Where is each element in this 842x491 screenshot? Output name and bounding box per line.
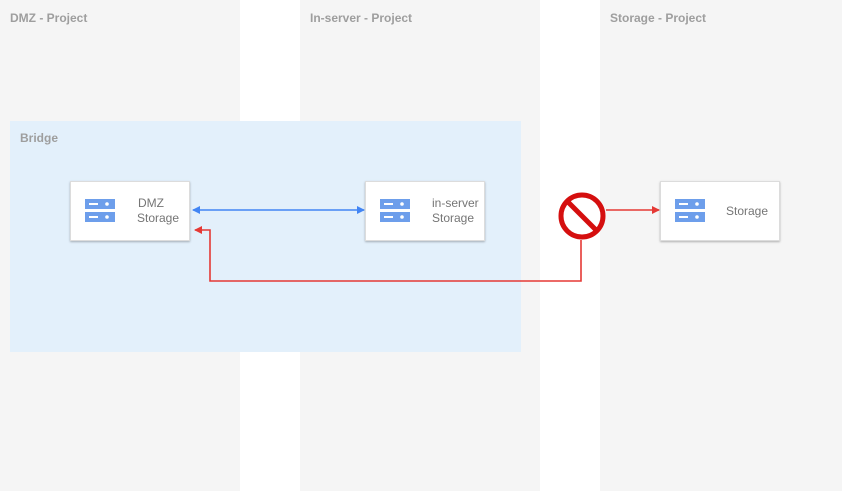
column-title-storage: Storage - Project [610,11,707,25]
server-icon [85,199,115,222]
column-storage-project: Storage - Project [600,0,842,491]
column-title-dmz: DMZ - Project [10,11,88,25]
in-server-storage-label-line2: Storage [432,211,475,225]
storage-label: Storage [726,204,769,218]
bridge-title: Bridge [20,131,59,145]
dmz-storage-label-line2: Storage [137,211,180,225]
column-title-in-server: In-server - Project [310,11,413,25]
in-server-storage-label-line1: in-server [432,196,479,210]
dmz-storage-node[interactable]: DMZ Storage [70,181,190,241]
prohibited-icon [558,192,606,240]
dmz-storage-label-line1: DMZ [138,196,164,210]
storage-node[interactable]: Storage [660,181,780,241]
server-icon [675,199,705,222]
dmz-storage-label: DMZ Storage [131,196,179,226]
in-server-storage-label: in-server Storage [432,196,479,226]
in-server-storage-node[interactable]: in-server Storage [365,181,485,241]
server-icon [380,199,410,222]
